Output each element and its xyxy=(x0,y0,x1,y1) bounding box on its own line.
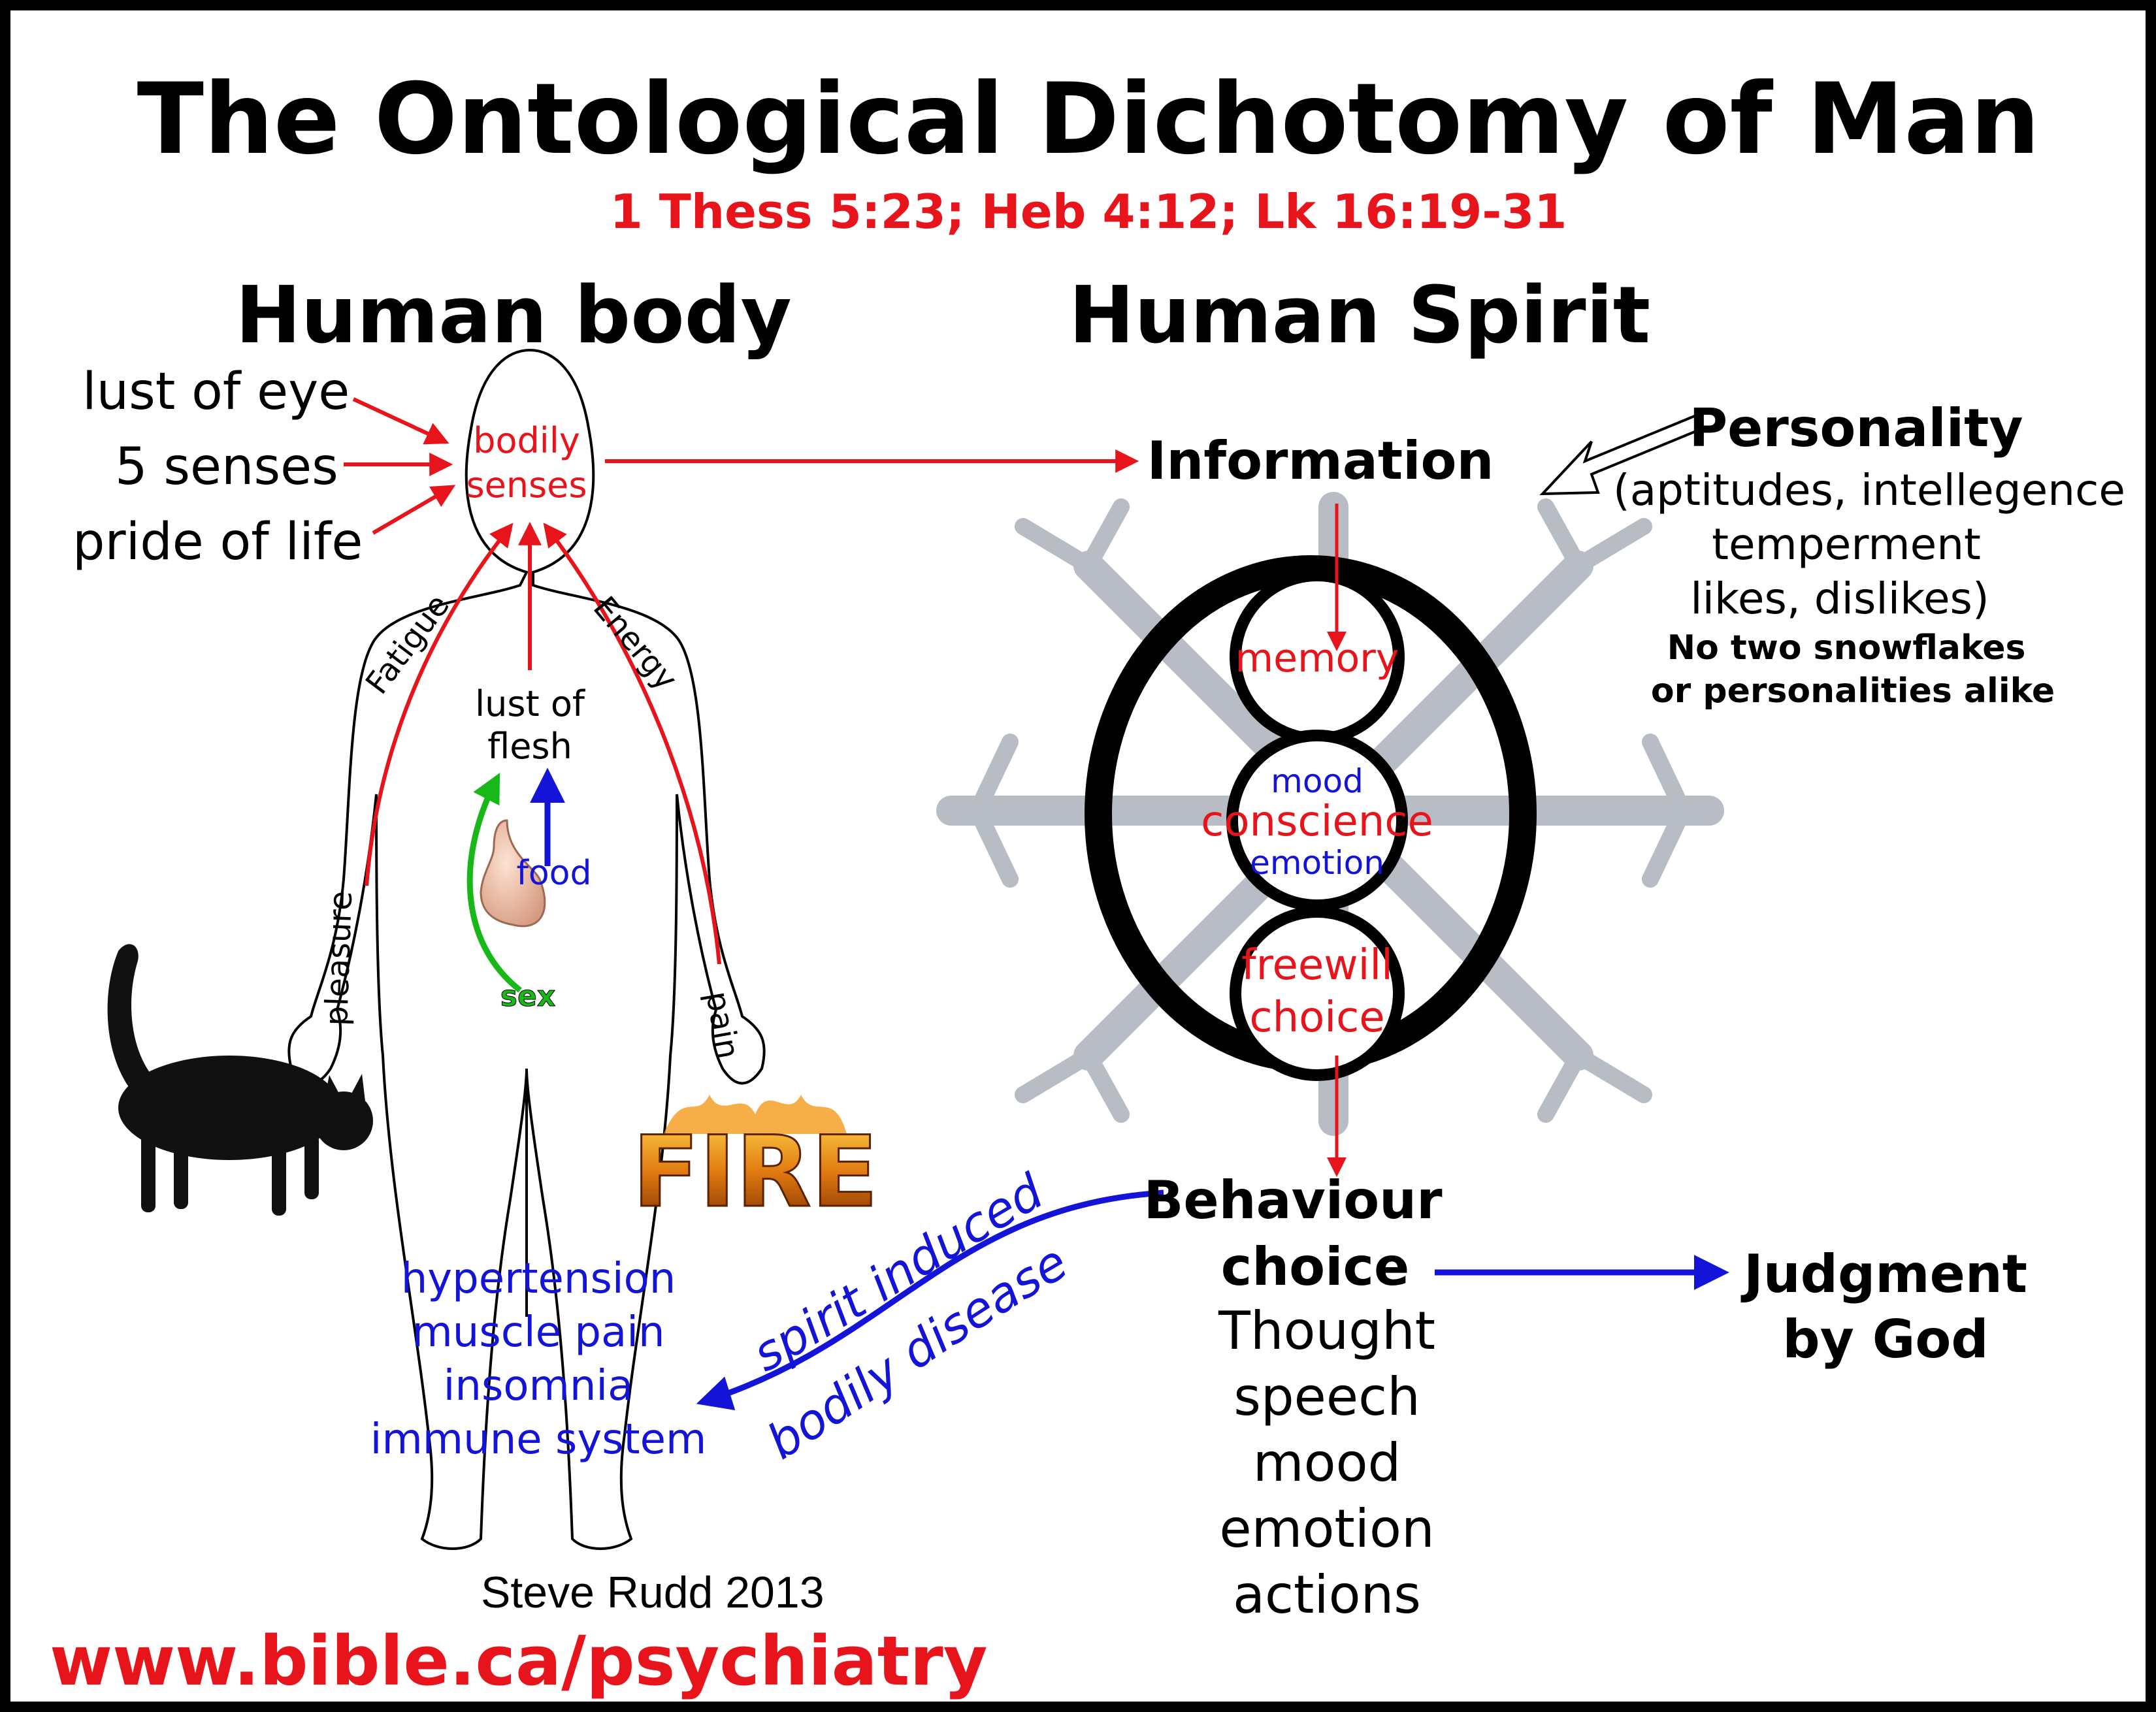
sense-input-arrows xyxy=(344,397,456,535)
personality-note-2: or personalities alike xyxy=(1650,671,2055,711)
behaviour-item-actions: actions xyxy=(1233,1564,1421,1625)
human-body-outline xyxy=(287,348,766,1550)
behaviour-heading-line-2: choice xyxy=(1220,1236,1410,1297)
human-spirit-heading: Human Spirit xyxy=(1068,270,1651,361)
conscience-label: conscience xyxy=(1201,798,1433,846)
bodily-senses-line-1: bodily xyxy=(473,420,580,461)
input-pride-of-life: pride of life xyxy=(73,513,363,572)
disease-immune-system: immune system xyxy=(370,1415,707,1464)
personality-line-1: (aptitudes, intellegence xyxy=(1612,465,2126,515)
stomach-illustration xyxy=(480,819,546,928)
choice-label: choice xyxy=(1249,993,1385,1042)
freewill-label: freewill xyxy=(1241,941,1393,990)
pain-label: pain xyxy=(698,988,746,1061)
human-body-heading: Human body xyxy=(235,270,792,361)
personality-arrow xyxy=(1539,413,1705,496)
personality-line-2: temperment xyxy=(1712,519,1981,570)
judgment-line-2: by God xyxy=(1782,1309,1989,1370)
emotion-label: emotion xyxy=(1250,844,1384,882)
behaviour-item-emotion: emotion xyxy=(1219,1498,1435,1559)
input-5-senses: 5 senses xyxy=(115,438,338,496)
diagram-canvas: spirit induced bodily disease Fatigue En… xyxy=(10,10,2146,1702)
diagram-graphics: spirit induced bodily disease Fatigue En… xyxy=(107,348,1729,1550)
energy-label: Energy xyxy=(586,590,685,698)
sex-label: sex xyxy=(500,980,556,1013)
freewill-circle xyxy=(1230,906,1405,1081)
personality-note-1: No two snowflakes xyxy=(1667,628,2026,668)
page-title: The Ontological Dichotomy of Man xyxy=(137,63,2040,176)
disease-muscle-pain: muscle pain xyxy=(412,1308,665,1357)
input-lust-of-eye: lust of eye xyxy=(82,363,350,421)
conscience-circle xyxy=(1226,730,1408,911)
behaviour-item-mood: mood xyxy=(1252,1432,1401,1493)
lust-of-flesh-line-2: flesh xyxy=(487,726,572,767)
behaviour-item-speech: speech xyxy=(1233,1366,1420,1427)
memory-label: memory xyxy=(1235,636,1399,681)
credit-text: Steve Rudd 2013 xyxy=(481,1568,825,1617)
mood-label: mood xyxy=(1271,762,1364,800)
fire-text: FIRE xyxy=(632,1116,878,1229)
personality-line-3: likes, dislikes) xyxy=(1690,573,1989,624)
personality-heading: Personality xyxy=(1689,398,2023,459)
website-link[interactable]: www.bible.ca/psychiatry xyxy=(50,1621,988,1701)
judgment-line-1: Judgment xyxy=(1743,1244,2028,1304)
black-cat-illustration xyxy=(107,944,373,1216)
page-subtitle: 1 Thess 5:23; Heb 4:12; Lk 16:19-31 xyxy=(610,184,1567,239)
information-label: Information xyxy=(1147,430,1494,491)
fire-logo: FIRE xyxy=(631,1095,879,1231)
sex-arrow xyxy=(466,773,522,993)
disease-insomnia: insomnia xyxy=(443,1362,634,1410)
food-label: food xyxy=(516,854,592,893)
internal-body-arrows xyxy=(365,521,721,965)
lust-of-flesh-line-1: lust of xyxy=(475,683,585,724)
bodily-senses-line-2: senses xyxy=(466,464,587,506)
behaviour-item-thought: Thought xyxy=(1218,1300,1436,1361)
pleasure-label: pleasure xyxy=(318,890,359,1026)
disease-hypertension: hypertension xyxy=(400,1255,676,1303)
behaviour-heading-line-1: Behaviour xyxy=(1143,1170,1443,1231)
spirit-disease-feedback-arrow xyxy=(696,1189,1164,1410)
